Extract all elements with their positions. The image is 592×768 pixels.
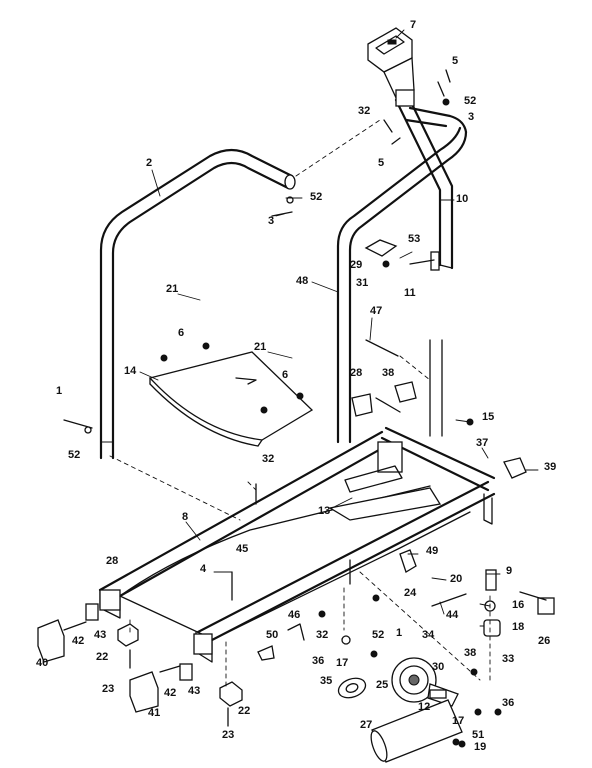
right-handlebar-part	[336, 106, 468, 444]
bolts-part	[63, 69, 547, 748]
callout-18: 18	[512, 621, 525, 633]
callout-34: 34	[422, 629, 435, 641]
callout-22: 22	[238, 705, 251, 717]
callout-40: 40	[36, 657, 49, 669]
callout-41: 41	[148, 707, 161, 719]
callout-21: 21	[254, 341, 267, 353]
callout-25: 25	[376, 679, 389, 691]
front-feet-part	[37, 603, 243, 713]
callout-35: 35	[320, 675, 333, 687]
callout-17: 17	[452, 715, 465, 727]
callout-26: 26	[538, 635, 551, 647]
callout-7: 7	[410, 19, 417, 31]
callout-33: 33	[502, 653, 515, 665]
callout-14: 14	[124, 365, 137, 377]
callout-4: 4	[200, 563, 207, 575]
callout-45: 45	[236, 543, 249, 555]
callout-12: 12	[418, 701, 431, 713]
callout-52: 52	[372, 629, 385, 641]
callout-42: 42	[72, 635, 85, 647]
callout-53: 53	[408, 233, 421, 245]
callout-32: 32	[262, 453, 275, 465]
pedal-part	[337, 677, 367, 699]
callout-42: 42	[164, 687, 177, 699]
left-handlebar-part	[99, 148, 296, 460]
callout-20: 20	[450, 573, 463, 585]
callout-2: 2	[146, 157, 153, 169]
callout-30: 30	[432, 661, 445, 673]
callout-48: 48	[296, 275, 309, 287]
callout-49: 49	[426, 545, 439, 557]
callout-5: 5	[378, 157, 385, 169]
leader-lines	[109, 119, 491, 691]
callout-36: 36	[312, 655, 325, 667]
callout-8: 8	[182, 511, 189, 523]
callout-leaders	[139, 29, 539, 627]
callout-3: 3	[468, 111, 475, 123]
callout-23: 23	[222, 729, 235, 741]
callout-31: 31	[356, 277, 369, 289]
frame-part	[98, 426, 496, 663]
callout-43: 43	[188, 685, 201, 697]
callout-46: 46	[288, 609, 301, 621]
callout-28: 28	[106, 555, 119, 567]
console-part	[367, 27, 415, 107]
callout-32: 32	[358, 105, 371, 117]
callout-29: 29	[350, 259, 363, 271]
callout-24: 24	[404, 587, 417, 599]
callout-21: 21	[166, 283, 179, 295]
callout-17: 17	[336, 657, 349, 669]
callout-22: 22	[96, 651, 109, 663]
callout-38: 38	[382, 367, 395, 379]
callout-19: 19	[474, 741, 487, 753]
callout-36: 36	[502, 697, 515, 709]
callout-50: 50	[266, 629, 279, 641]
callout-9: 9	[506, 565, 513, 577]
callout-47: 47	[370, 305, 383, 317]
callout-6: 6	[282, 369, 289, 381]
callout-37: 37	[476, 437, 489, 449]
callout-1: 1	[56, 385, 63, 397]
callout-43: 43	[94, 629, 107, 641]
small-hardware-parts	[257, 239, 497, 661]
stabilizer-tube-part	[370, 699, 463, 763]
callout-1: 1	[396, 627, 403, 639]
callout-38: 38	[464, 647, 477, 659]
callout-10: 10	[456, 193, 469, 205]
callout-13: 13	[318, 505, 331, 517]
callout-11: 11	[404, 287, 416, 299]
callout-52: 52	[310, 191, 323, 203]
callout-3: 3	[268, 215, 275, 227]
callout-15: 15	[482, 411, 495, 423]
callout-32: 32	[316, 629, 329, 641]
callout-52: 52	[464, 95, 477, 107]
rear-feet-part	[351, 381, 555, 637]
callout-23: 23	[102, 683, 115, 695]
callout-6: 6	[178, 327, 185, 339]
callout-52: 52	[68, 449, 81, 461]
callout-27: 27	[360, 719, 373, 731]
callout-51: 51	[472, 729, 485, 741]
flywheel-assembly-part	[391, 657, 459, 707]
callout-16: 16	[512, 599, 525, 611]
callout-39: 39	[544, 461, 557, 473]
callout-44: 44	[446, 609, 459, 621]
callout-28: 28	[350, 367, 363, 379]
walking-deck-part	[119, 465, 471, 641]
accessory-tray-part	[148, 351, 314, 447]
callout-5: 5	[452, 55, 459, 67]
